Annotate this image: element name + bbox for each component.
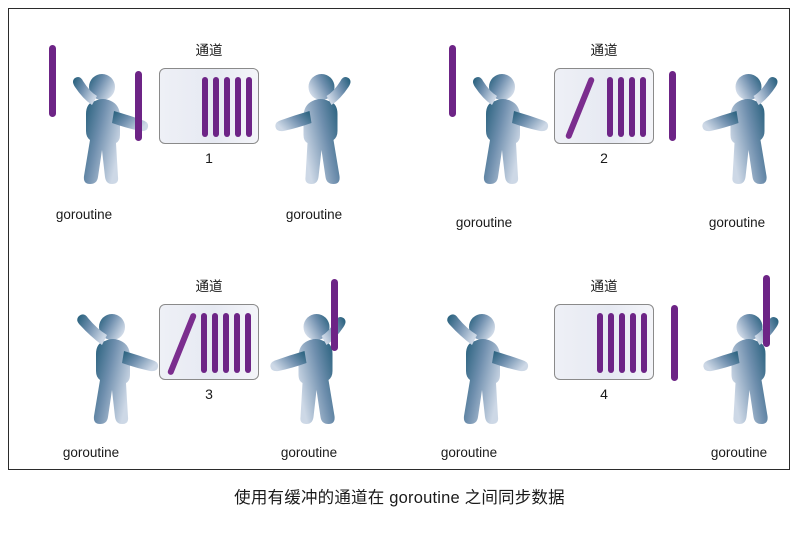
held-bar-right-extended (671, 305, 678, 381)
goroutine-label-left-4: goroutine (440, 445, 498, 460)
goroutine-label-right-2: goroutine (708, 215, 766, 230)
channel-box-4 (554, 304, 654, 380)
goroutine-label-right-4: goroutine (710, 445, 768, 460)
panel-2: 通道 2 (399, 9, 791, 234)
right-goroutine-figure (249, 299, 364, 449)
goroutine-label-right-1: goroutine (285, 207, 343, 222)
left-goroutine-figure (457, 59, 567, 209)
channel-label-4: 通道 (590, 279, 618, 294)
channel-bar (246, 77, 252, 137)
left-goroutine-figure (57, 59, 167, 209)
goroutine-label-left-2: goroutine (455, 215, 513, 230)
channel-bar (619, 313, 625, 373)
channel-bar (234, 313, 240, 373)
channel-bar (641, 313, 647, 373)
channel-label-1: 通道 (195, 43, 223, 58)
channel-bar (629, 77, 635, 137)
right-goroutine-figure (682, 299, 797, 449)
panel-3: 通道 3 (9, 237, 399, 471)
channel-bar (201, 313, 207, 373)
person-silhouette-right (270, 314, 346, 424)
left-goroutine-figure (67, 299, 177, 449)
right-goroutine-figure (254, 59, 369, 209)
held-bar-right-upper (331, 279, 338, 351)
step-label-4: 4 (600, 386, 608, 402)
step-label-2: 2 (600, 150, 608, 166)
channel-bar (630, 313, 636, 373)
channel-bar (223, 313, 229, 373)
person-silhouette-left (473, 74, 549, 184)
left-goroutine-figure (437, 299, 547, 449)
channel-bar (607, 77, 613, 137)
panel-1: 通道 1 (9, 9, 399, 234)
person-silhouette-right (275, 74, 351, 184)
held-bar-right-extended (669, 71, 676, 141)
right-goroutine-figure (681, 59, 796, 209)
channel-bar (212, 313, 218, 373)
goroutine-label-left-3: goroutine (62, 445, 120, 460)
channel-bar (597, 313, 603, 373)
person-silhouette-left (77, 314, 159, 424)
channel-bar (245, 313, 251, 373)
channel-box-1 (159, 68, 259, 144)
channel-label-3: 通道 (195, 279, 223, 294)
person-silhouette-right (703, 314, 779, 424)
channel-bar (224, 77, 230, 137)
channel-bar (640, 77, 646, 137)
goroutine-label-left-1: goroutine (55, 207, 113, 222)
channel-box-3 (159, 304, 259, 380)
held-bar-left-extended (135, 71, 142, 141)
held-bar-left-upper (49, 45, 56, 117)
goroutine-label-right-3: goroutine (280, 445, 338, 460)
diagram-frame: 通道 1 (8, 8, 790, 470)
step-label-3: 3 (205, 386, 213, 402)
channel-bar-diagonal (564, 76, 596, 140)
person-silhouette-left (73, 74, 149, 184)
channel-bar (213, 77, 219, 137)
channel-label-2: 通道 (590, 43, 618, 58)
person-silhouette-right (702, 74, 778, 184)
channel-bar (235, 77, 241, 137)
channel-box-2 (554, 68, 654, 144)
held-bar-left-upper (449, 45, 456, 117)
channel-bar (202, 77, 208, 137)
channel-bar (608, 313, 614, 373)
step-label-1: 1 (205, 150, 213, 166)
person-silhouette-left (447, 314, 529, 424)
channel-bar-diagonal (166, 312, 198, 376)
channel-bar (618, 77, 624, 137)
panel-4: 通道 4 (399, 237, 791, 471)
held-bar-right-upper (763, 275, 770, 347)
figure-caption: 使用有缓冲的通道在 goroutine 之间同步数据 (234, 489, 565, 507)
